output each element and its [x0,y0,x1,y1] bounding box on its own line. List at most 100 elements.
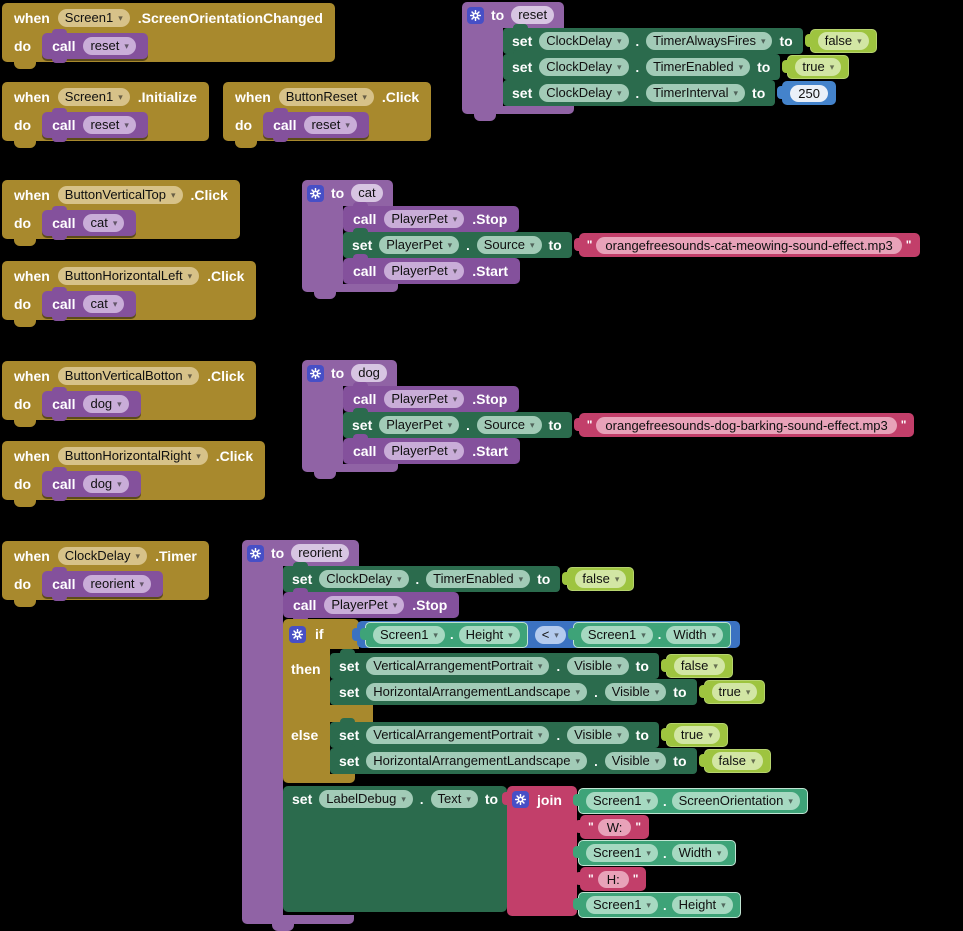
property-dropdown[interactable]: Height [671,896,733,914]
set-player-source-statement[interactable]: set PlayerPet . Source to " orangefreeso… [343,228,920,262]
component-dropdown[interactable]: PlayerPet [384,262,465,280]
logic-false-block[interactable]: false [804,29,877,53]
procedure-dropdown[interactable]: reset [83,115,136,134]
event-block-buttonhorizontalright-click[interactable]: when ButtonHorizontalRight .Click do cal… [2,441,266,507]
logic-dropdown[interactable]: true [795,58,842,76]
call-player-stop-statement[interactable]: call PlayerPet .Stop [343,382,520,416]
call-procedure-block[interactable]: call reorient [42,566,164,601]
if-header[interactable]: if [283,619,359,649]
call-player-start-statement[interactable]: call PlayerPet .Start [343,254,521,288]
string-field[interactable]: W: [597,818,632,836]
call-player-stop-statement[interactable]: call PlayerPet .Stop [283,588,460,622]
component-dropdown[interactable]: HorizontalArrangementLandscape [366,752,588,770]
string-field[interactable]: orangefreesounds-cat-meowing-sound-effec… [596,236,902,254]
property-dropdown[interactable]: Visible [567,657,629,675]
logic-true-block[interactable]: true [660,723,728,747]
call-procedure-block[interactable]: call reset [42,107,148,142]
logic-false-block[interactable]: false [698,749,771,773]
call-player-start-statement[interactable]: call PlayerPet .Start [343,434,521,468]
string-field[interactable]: orangefreesounds-dog-barking-sound-effec… [596,416,897,434]
call-player-stop-statement[interactable]: call PlayerPet .Stop [343,202,520,236]
component-dropdown[interactable]: Screen1 [586,844,658,862]
if-block[interactable]: if Screen1 . Height < Screen1 . Width th… [283,619,823,785]
logic-dropdown[interactable]: false [711,752,763,770]
procedure-name-field[interactable]: reorient [291,544,350,562]
set-timeralwaysfires-statement[interactable]: set ClockDelay . TimerAlwaysFires to fal… [503,24,877,58]
logic-dropdown[interactable]: false [817,32,869,50]
call-procedure-block[interactable]: call cat [42,286,137,321]
number-field[interactable]: 250 [790,84,828,102]
comparison-block[interactable]: Screen1 . Height < Screen1 . Width [351,621,741,648]
set-block[interactable]: set LabelDebug . Text to [283,786,507,912]
event-block-clockdelay-timer[interactable]: when ClockDelay .Timer do call reorient [2,541,209,607]
mutator-gear-icon[interactable] [289,625,306,643]
event-block-buttonverticaltop-click[interactable]: when ButtonVerticalTop .Click do call ca… [2,180,240,246]
procedure-dropdown[interactable]: dog [83,394,129,413]
component-dropdown[interactable]: PlayerPet [379,416,460,434]
logic-dropdown[interactable]: true [673,726,720,744]
component-dropdown[interactable]: ButtonVerticalTop [57,185,183,204]
component-dropdown[interactable]: PlayerPet [384,210,465,228]
property-dropdown[interactable]: Width [666,625,724,644]
event-block-screen-orientation-changed[interactable]: when Screen1 .ScreenOrientationChanged d… [2,3,335,69]
component-dropdown[interactable]: LabelDebug [319,790,413,808]
component-dropdown[interactable]: HorizontalArrangementLandscape [366,683,588,701]
event-block-buttonverticalbotton-click[interactable]: when ButtonVerticalBotton .Click do call… [2,361,257,427]
component-dropdown[interactable]: PlayerPet [379,236,460,254]
component-dropdown[interactable]: Screen1 [580,625,653,644]
property-dropdown[interactable]: ScreenOrientation [671,792,800,810]
mutator-gear-icon[interactable] [307,364,324,382]
component-dropdown[interactable]: PlayerPet [384,442,465,460]
component-dropdown[interactable]: ButtonHorizontalRight [57,446,208,465]
mutator-gear-icon[interactable] [307,184,324,202]
property-dropdown[interactable]: Source [476,416,542,434]
set-timerinterval-statement[interactable]: set ClockDelay . TimerInterval to 250 [503,76,836,110]
property-dropdown[interactable]: Visible [567,726,629,744]
component-dropdown[interactable]: ClockDelay [539,58,629,76]
event-block-buttonreset-click[interactable]: when ButtonReset .Click do call reset [223,82,432,148]
else-set-horizontal-visible[interactable]: set HorizontalArrangementLandscape . Vis… [330,744,771,778]
procedure-dropdown[interactable]: dog [83,474,129,493]
string-field[interactable]: H: [597,870,629,888]
join-item-h-string[interactable]: " H: " [574,866,647,891]
mutator-gear-icon[interactable] [247,544,264,562]
then-set-vertical-visible[interactable]: set VerticalArrangementPortrait . Visibl… [330,649,733,683]
component-dropdown[interactable]: Screen1 [57,8,130,27]
procedure-dropdown[interactable]: cat [83,294,125,313]
component-dropdown[interactable]: PlayerPet [324,596,405,614]
join-block[interactable]: join [502,786,577,916]
procedure-name-field[interactable]: dog [351,364,387,382]
component-dropdown[interactable]: ClockDelay [539,32,629,50]
logic-dropdown[interactable]: false [575,570,627,588]
procedure-header[interactable]: to reset [462,2,565,28]
procedure-name-field[interactable]: cat [351,184,383,202]
text-string-block[interactable]: " orangefreesounds-cat-meowing-sound-eff… [573,233,920,257]
component-dropdown[interactable]: ButtonReset [278,87,374,106]
property-dropdown[interactable]: TimerEnabled [646,58,751,76]
component-dropdown[interactable]: ButtonVerticalBotton [57,366,200,385]
component-dropdown[interactable]: ButtonHorizontalLeft [57,266,200,285]
call-procedure-block[interactable]: call reset [42,28,148,63]
property-dropdown[interactable]: TimerInterval [646,84,746,102]
procedure-header[interactable]: to dog [302,360,397,386]
join-item-height[interactable]: Screen1 . Height [573,892,741,918]
property-dropdown[interactable]: TimerEnabled [426,570,531,588]
join-item-w-string[interactable]: " W: " [574,814,650,839]
property-dropdown[interactable]: Source [476,236,542,254]
join-item-orientation[interactable]: Screen1 . ScreenOrientation [573,788,808,814]
logic-true-block[interactable]: true [698,680,766,704]
procedure-dropdown[interactable]: reset [304,115,357,134]
procedure-name-field[interactable]: reset [511,6,555,24]
event-block-buttonhorizontalleft-click[interactable]: when ButtonHorizontalLeft .Click do call… [2,261,257,327]
getter-screen-width[interactable]: Screen1 . Width [567,621,732,648]
component-dropdown[interactable]: ClockDelay [57,546,148,565]
logic-false-block[interactable]: false [562,567,635,591]
call-procedure-block[interactable]: call dog [42,386,141,421]
procedure-header[interactable]: to reorient [242,540,360,566]
logic-dropdown[interactable]: true [711,683,758,701]
mutator-gear-icon[interactable] [467,6,484,24]
then-set-horizontal-visible[interactable]: set HorizontalArrangementLandscape . Vis… [330,675,766,709]
operator-dropdown[interactable]: < [534,625,566,644]
procedure-header[interactable]: to cat [302,180,393,206]
